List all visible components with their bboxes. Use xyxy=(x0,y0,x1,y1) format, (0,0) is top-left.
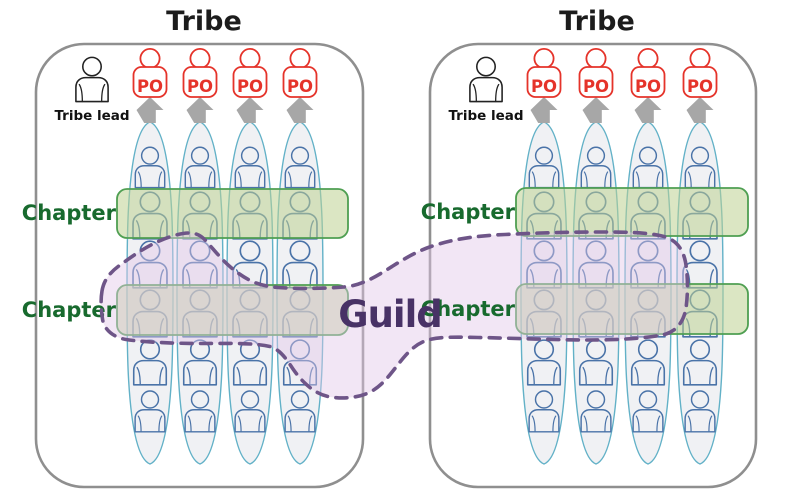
chapter-band xyxy=(515,187,749,237)
tribe-title: Tribe xyxy=(166,6,242,37)
tribe-lead-label: Tribe lead xyxy=(54,108,129,124)
po-label: PO xyxy=(687,77,713,96)
chapter-label: Chapter xyxy=(22,201,117,225)
po-label: PO xyxy=(237,77,263,96)
chapter-band xyxy=(116,188,349,239)
po-label: PO xyxy=(635,77,661,96)
tribe-title: Tribe xyxy=(559,6,635,37)
guild-label: Guild xyxy=(338,293,442,336)
po-label: PO xyxy=(531,77,557,96)
po-label: PO xyxy=(583,77,609,96)
po-label: PO xyxy=(287,77,313,96)
po-label: PO xyxy=(137,77,163,96)
tribe-lead-label: Tribe lead xyxy=(448,108,523,124)
chapter-label: Chapter xyxy=(421,297,516,321)
chapter-label: Chapter xyxy=(421,200,516,224)
po-label: PO xyxy=(187,77,213,96)
